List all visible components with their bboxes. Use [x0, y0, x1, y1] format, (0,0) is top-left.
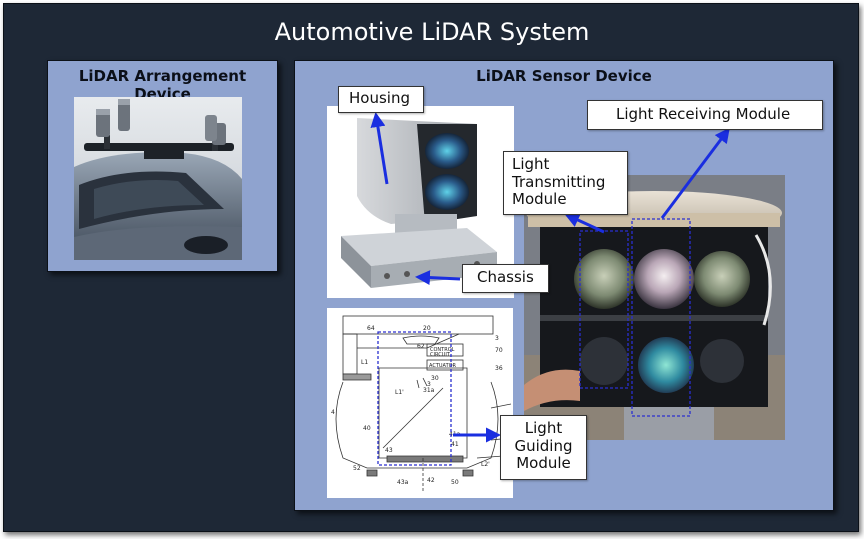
- ref-64: 64: [367, 325, 375, 332]
- ref-31a: 31a: [423, 387, 435, 394]
- ref-3-2: 3: [427, 381, 431, 388]
- sensor-panel-title: LiDAR Sensor Device: [476, 67, 652, 85]
- ref-70: 70: [495, 347, 503, 354]
- arrow-housing: [370, 112, 389, 185]
- ref-43a: 43a: [397, 479, 409, 486]
- control-circuit: CONTROL: [430, 347, 455, 353]
- ref-62: 62: [417, 343, 425, 350]
- ref-42: 42: [427, 477, 435, 484]
- light-receiving-label: Light Receiving Module: [587, 100, 823, 130]
- actuator: ACTUATOR: [429, 363, 457, 369]
- ref-40: 40: [363, 425, 371, 432]
- ref-30: 30: [431, 375, 439, 382]
- ref-3: 3: [495, 335, 499, 342]
- ref-43: 43: [385, 447, 393, 454]
- ref-50: 50: [451, 479, 459, 486]
- light-receiving-dashed-box: [631, 218, 691, 417]
- chassis-label: Chassis: [462, 264, 549, 293]
- ref-52: 52: [353, 465, 361, 472]
- light-transmitting-label: Light Transmitting Module: [503, 151, 628, 215]
- car-roof-lidar-photo: [74, 97, 242, 260]
- ref-l1: L1: [361, 359, 368, 366]
- ref-20: 20: [423, 325, 431, 332]
- lidar-unit-photo: [327, 106, 514, 298]
- page-title: Automotive LiDAR System: [274, 18, 590, 46]
- ref-l1p: L1': [395, 389, 404, 396]
- light-transmitting-dashed-box: [579, 230, 629, 389]
- ref-41: 41: [451, 441, 459, 448]
- arrow-light-transmitting: [564, 213, 605, 234]
- control-circuit-2: CIRCUIT: [430, 352, 451, 358]
- ref-36: 36: [495, 365, 503, 372]
- arrow-light-receiving: [660, 127, 730, 219]
- housing-label: Housing: [338, 86, 424, 113]
- ref-l2p: L2': [481, 461, 490, 468]
- arrow-chassis: [415, 270, 461, 286]
- light-guide-drawing: 64 20 62 3 CONTROL CIRCUIT 70 ACTUATOR 3…: [327, 308, 513, 498]
- light-guiding-dashed-box: [377, 331, 452, 466]
- light-guiding-label: Light Guiding Module: [500, 415, 587, 480]
- ref-4: 4: [331, 409, 335, 416]
